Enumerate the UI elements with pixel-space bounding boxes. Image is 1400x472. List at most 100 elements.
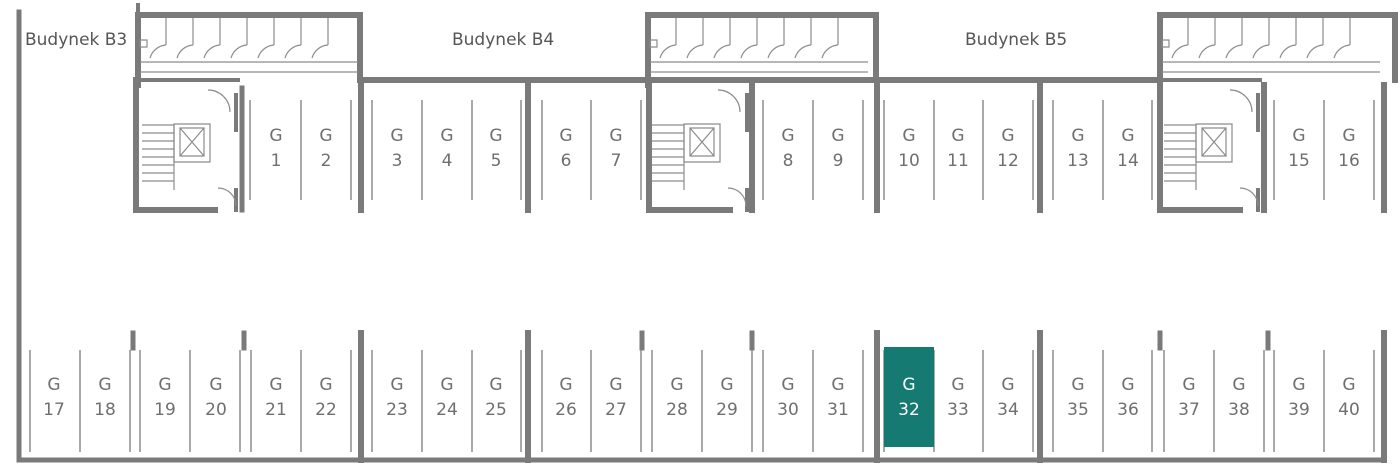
spot-prefix: G bbox=[1001, 126, 1015, 146]
marker bbox=[139, 39, 148, 48]
marker bbox=[649, 39, 658, 48]
parking-spot-14[interactable]: G 14 bbox=[1103, 124, 1153, 174]
spot-prefix: G bbox=[559, 375, 573, 395]
core-b4-top bbox=[645, 12, 879, 88]
spot-prefix: G bbox=[1121, 126, 1135, 146]
elevator bbox=[173, 123, 211, 163]
door-swings bbox=[1229, 89, 1259, 207]
spot-prefix: G bbox=[209, 375, 223, 395]
stairs bbox=[142, 124, 175, 190]
corridor-lines bbox=[650, 61, 868, 73]
spot-number: 21 bbox=[265, 400, 287, 420]
spot-number: 29 bbox=[716, 400, 738, 420]
spot-prefix: G bbox=[720, 375, 734, 395]
spot-prefix: G bbox=[609, 375, 623, 395]
spot-prefix: G bbox=[1182, 375, 1196, 395]
spot-prefix: G bbox=[269, 126, 283, 146]
parking-spot-23[interactable]: G 23 bbox=[372, 373, 422, 423]
parking-spot-29[interactable]: G 29 bbox=[702, 373, 752, 423]
elevator bbox=[1195, 123, 1233, 163]
spot-number: 28 bbox=[666, 400, 688, 420]
spot-number: 23 bbox=[386, 400, 408, 420]
core-b5-top bbox=[1157, 12, 1398, 88]
spot-number: 2 bbox=[320, 151, 332, 171]
spot-number: 15 bbox=[1288, 151, 1310, 171]
spot-number: 14 bbox=[1117, 151, 1139, 171]
spot-prefix: G bbox=[559, 126, 573, 146]
spot-number: 26 bbox=[555, 400, 577, 420]
spot-prefix: G bbox=[390, 375, 404, 395]
parking-spot-26[interactable]: G 26 bbox=[541, 373, 591, 423]
spot-number: 1 bbox=[270, 151, 282, 171]
parking-spot-10[interactable]: G 10 bbox=[884, 124, 934, 174]
spot-prefix: G bbox=[1071, 126, 1085, 146]
spot-number: 38 bbox=[1228, 400, 1250, 420]
spot-number: 9 bbox=[832, 151, 844, 171]
spot-prefix: G bbox=[781, 375, 795, 395]
parking-spot-38[interactable]: G 38 bbox=[1214, 373, 1264, 423]
spot-number: 30 bbox=[777, 400, 799, 420]
spot-number: 4 bbox=[441, 151, 453, 171]
spot-prefix: G bbox=[158, 375, 172, 395]
spot-number: 11 bbox=[947, 151, 969, 171]
spot-number: 7 bbox=[610, 151, 622, 171]
spot-prefix: G bbox=[1232, 375, 1246, 395]
spot-prefix: G bbox=[319, 126, 333, 146]
spot-number: 39 bbox=[1288, 400, 1310, 420]
spot-prefix: G bbox=[1292, 126, 1306, 146]
spot-prefix: G bbox=[47, 375, 61, 395]
spot-number: 40 bbox=[1338, 400, 1360, 420]
spot-prefix: G bbox=[1071, 375, 1085, 395]
spot-prefix: G bbox=[781, 126, 795, 146]
spot-prefix: G bbox=[390, 126, 404, 146]
spot-prefix: G bbox=[440, 375, 454, 395]
spot-number: 3 bbox=[391, 151, 403, 171]
parking-spot-20[interactable]: G 20 bbox=[191, 373, 241, 423]
parking-spot-24[interactable]: G 24 bbox=[422, 373, 472, 423]
spot-number: 10 bbox=[898, 151, 920, 171]
spot-number: 8 bbox=[782, 151, 794, 171]
spot-prefix: G bbox=[902, 126, 916, 146]
stairs bbox=[1164, 124, 1197, 190]
spot-number: 5 bbox=[490, 151, 502, 171]
spot-number: 25 bbox=[485, 400, 507, 420]
restroom-stalls bbox=[1171, 18, 1351, 59]
spot-number: 20 bbox=[205, 400, 227, 420]
parking-spot-30[interactable]: G 30 bbox=[763, 373, 813, 423]
spot-number: 33 bbox=[947, 400, 969, 420]
spot-number: 24 bbox=[436, 400, 458, 420]
parking-spot-15[interactable]: G 15 bbox=[1274, 124, 1324, 174]
building-label-b5: Budynek B5 bbox=[965, 30, 1068, 50]
